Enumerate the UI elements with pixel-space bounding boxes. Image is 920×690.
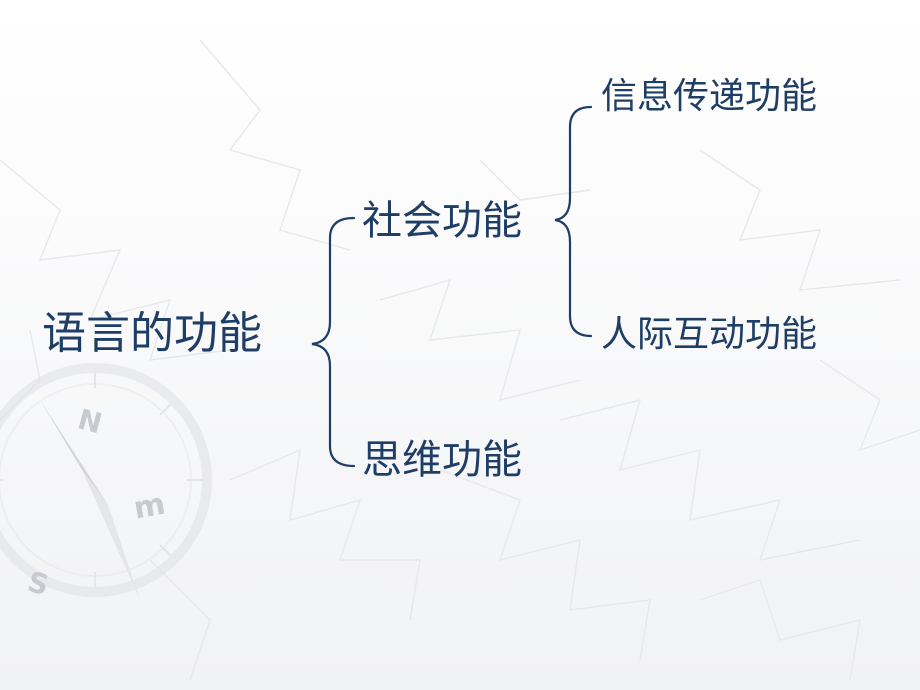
- root-node: 语言的功能: [42, 308, 262, 359]
- brace-social: [554, 105, 593, 338]
- node-interpersonal-interaction: 人际互动功能: [601, 314, 818, 355]
- node-social-function: 社会功能: [362, 198, 522, 244]
- brace-root: [311, 216, 356, 468]
- compass-watermark: [0, 363, 212, 600]
- node-thinking-function: 思维功能: [362, 437, 522, 483]
- node-information-transfer: 信息传递功能: [601, 76, 818, 117]
